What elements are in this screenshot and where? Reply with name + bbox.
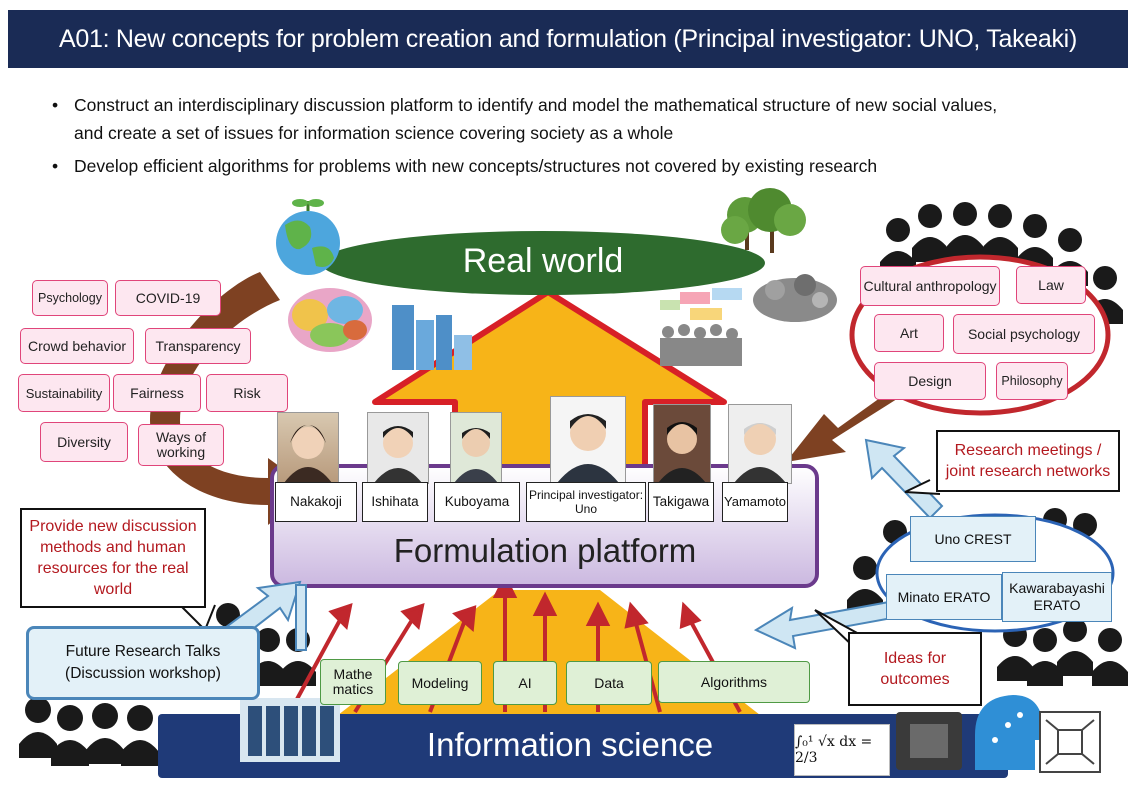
ai-head-icon [975, 695, 1043, 770]
field-art: Art [874, 314, 944, 352]
member-yamamoto: Yamamoto [722, 482, 788, 522]
member-nakakoji: Nakakoji [275, 482, 357, 522]
formulation-platform-label: Formulation platform [290, 532, 800, 570]
forest-icon [721, 188, 806, 253]
area-mathematics: Mathe matics [320, 659, 386, 705]
avatar-yamamoto [728, 404, 792, 484]
avatar-takigawa [653, 404, 711, 484]
area-ai: AI [493, 661, 557, 705]
circuit-icon [1040, 712, 1100, 772]
topic-covid-19: COVID-19 [115, 280, 221, 316]
callout-provide-methods: Provide new discussion methods and human… [20, 508, 206, 608]
field-design: Design [874, 362, 986, 400]
member-uno: Principal investigator: Uno [526, 482, 646, 522]
callout-ideas: Ideas for outcomes [848, 632, 982, 706]
buildings-icon [392, 305, 472, 370]
avatar-kuboyama [450, 412, 502, 484]
project-minato-erato: Minato ERATO [886, 574, 1002, 620]
avatar-ishihata [367, 412, 429, 484]
globe-icon [276, 199, 340, 275]
member-takigawa: Takigawa [648, 482, 714, 522]
area-data: Data [566, 661, 652, 705]
topic-transparency: Transparency [145, 328, 251, 364]
field-cultural-anthropology: Cultural anthropology [860, 266, 1000, 306]
junk-pile-icon [753, 274, 837, 322]
field-social-psychology: Social psychology [953, 314, 1095, 354]
member-ishihata: Ishihata [362, 482, 428, 522]
information-science-label: Information science [350, 726, 790, 764]
member-kuboyama: Kuboyama [434, 482, 520, 522]
topic-risk: Risk [206, 374, 288, 412]
formula-image: ∫₀¹ √x dx = 2/3 [794, 724, 890, 776]
avatar-nakakoji [277, 412, 339, 484]
area-modeling: Modeling [398, 661, 482, 705]
topic-sustainability: Sustainability [18, 374, 110, 412]
avatar-uno [550, 396, 626, 484]
brain-icon [288, 288, 372, 352]
topic-ways-of-working: Ways of working [138, 424, 224, 466]
area-algorithms: Algorithms [658, 661, 810, 703]
topic-fairness: Fairness [113, 374, 201, 412]
supercomputer-icon [240, 698, 340, 762]
project-kawarabayashi-erato: Kawarabayashi ERATO [1002, 572, 1112, 622]
crowd-speech-icon [660, 288, 742, 366]
formula-text: ∫₀¹ √x dx = 2/3 [795, 734, 889, 766]
topic-diversity: Diversity [40, 422, 128, 462]
callout-research-meetings: Research meetings / joint research netwo… [936, 430, 1120, 492]
project-uno-crest: Uno CREST [910, 516, 1036, 562]
real-world-label: Real world [421, 242, 665, 281]
future-research-talks: Future Research Talks (Discussion worksh… [26, 626, 260, 700]
topic-crowd-behavior: Crowd behavior [20, 328, 134, 364]
field-philosophy: Philosophy [996, 362, 1068, 400]
field-law: Law [1016, 266, 1086, 304]
cpu-chip-icon [896, 712, 962, 770]
topic-psychology: Psychology [32, 280, 108, 316]
